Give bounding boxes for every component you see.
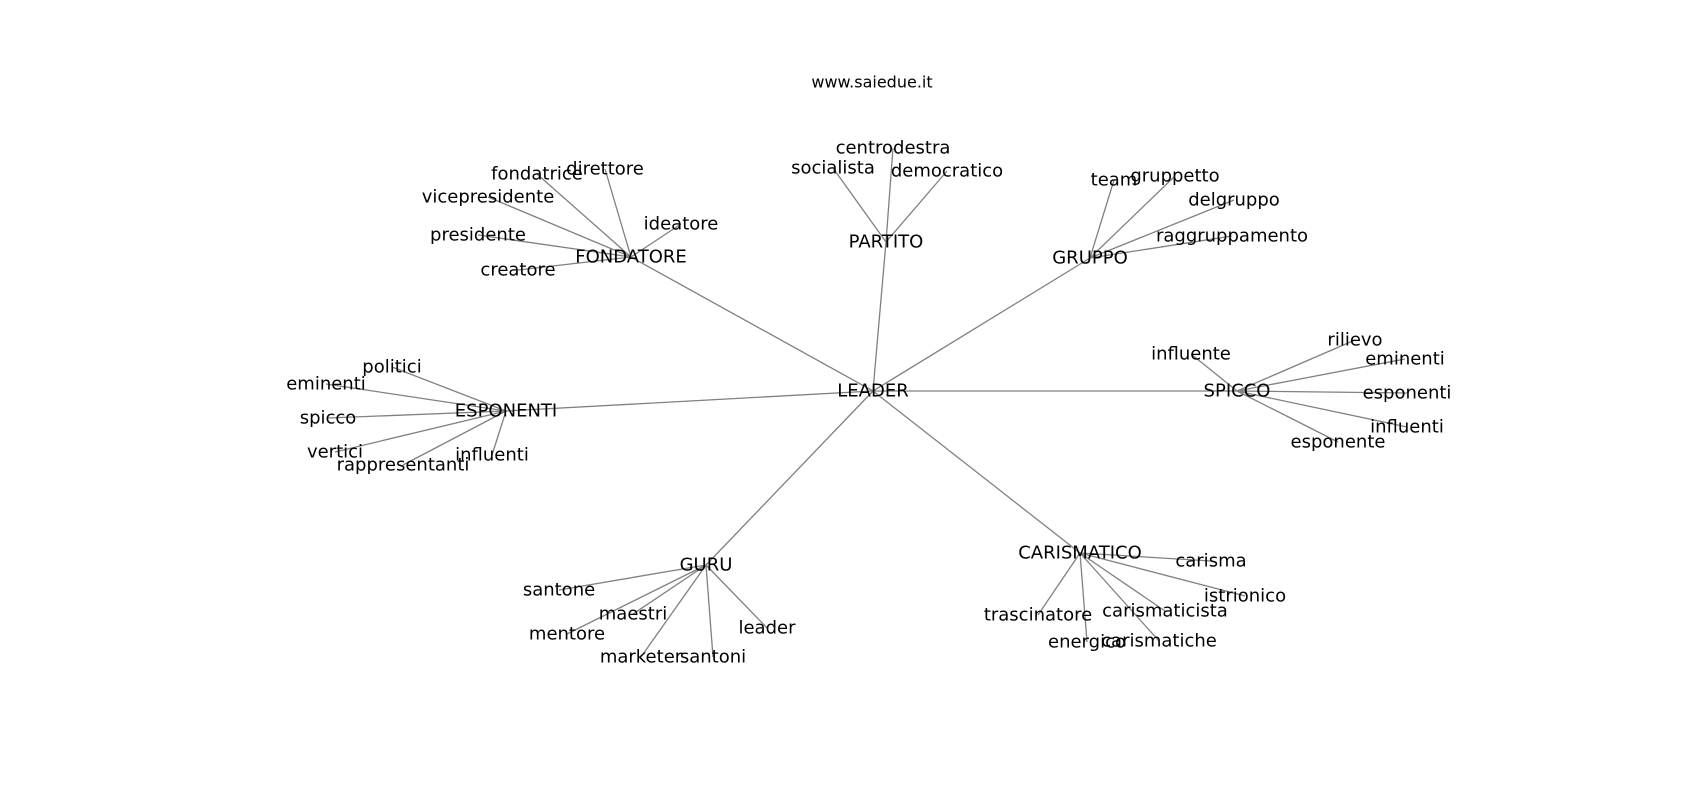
hub-node: PARTITO xyxy=(849,232,924,253)
edge-hub-to-word xyxy=(705,564,714,658)
word-node: politici xyxy=(362,357,421,378)
edge-hub-to-word xyxy=(334,410,507,453)
word-node: influenti xyxy=(1370,417,1444,438)
hub-node: CARISMATICO xyxy=(1018,543,1142,564)
edge-hub-to-word xyxy=(391,366,507,412)
word-node: presidente xyxy=(430,225,526,246)
center-node: LEADER xyxy=(837,381,908,402)
word-node: carismatiche xyxy=(1101,631,1217,652)
hub-node: GRUPPO xyxy=(1052,248,1128,269)
hub-node: SPICCO xyxy=(1204,381,1271,402)
edge-hub-to-word xyxy=(1089,179,1115,259)
hub-node: FONDATORE xyxy=(575,247,687,268)
hub-node: GURU xyxy=(680,555,733,576)
word-node: mentore xyxy=(529,624,605,645)
edge-hub-to-word xyxy=(1037,552,1081,616)
edge-hub-to-word xyxy=(1089,235,1233,259)
edge-hub-to-word xyxy=(885,147,894,243)
word-node: trascinatore xyxy=(984,605,1092,626)
word-node: team xyxy=(1091,170,1138,191)
word-node: raggruppamento xyxy=(1156,226,1308,247)
edge-center-to-hub xyxy=(705,390,874,566)
edge-center-to-hub xyxy=(630,256,874,392)
edge-center-to-hub xyxy=(872,241,887,392)
edge-hub-to-word xyxy=(1236,390,1408,428)
edge-hub-to-word xyxy=(491,410,507,456)
edge-hub-to-word xyxy=(1089,199,1235,259)
edge-hub-to-word xyxy=(832,167,887,243)
word-node: delgruppo xyxy=(1188,190,1280,211)
edge-hub-to-word xyxy=(885,170,948,243)
edge-hub-to-word xyxy=(1236,339,1356,392)
word-node: marketer xyxy=(600,647,683,668)
word-node: fondatrice xyxy=(491,164,583,185)
word-node: direttore xyxy=(566,159,644,180)
word-node: istrionico xyxy=(1204,586,1286,607)
edge-hub-to-word xyxy=(1079,552,1212,562)
edge-hub-to-word xyxy=(402,410,507,466)
edge-hub-to-word xyxy=(1089,175,1176,259)
edge-hub-to-word xyxy=(325,383,507,412)
edge-hub-to-word xyxy=(1079,552,1160,642)
word-node: esponente xyxy=(1291,432,1386,453)
edge-center-to-hub xyxy=(505,390,874,412)
word-node: gruppetto xyxy=(1130,166,1219,187)
edge-hub-to-word xyxy=(705,564,768,629)
edge-hub-to-word xyxy=(1236,358,1406,392)
edge-hub-to-word xyxy=(566,564,707,635)
edge-hub-to-word xyxy=(1079,552,1166,612)
labels-layer: www.saiedue.it LEADER FONDATORE fondatric… xyxy=(286,73,1451,668)
word-node: vertici xyxy=(307,442,363,463)
edge-hub-to-word xyxy=(640,564,707,658)
word-node: carisma xyxy=(1175,551,1246,572)
word-node: esponenti xyxy=(1363,383,1452,404)
word-node: santoni xyxy=(680,647,746,668)
word-node: democratico xyxy=(891,161,1003,182)
edge-center-to-hub xyxy=(872,257,1091,392)
edge-hub-to-word xyxy=(558,564,707,591)
edge-hub-to-word xyxy=(604,168,632,258)
edge-hub-to-word xyxy=(327,410,507,419)
word-node: leader xyxy=(738,618,796,639)
edges-layer xyxy=(325,147,1408,658)
edge-hub-to-word xyxy=(1079,552,1246,597)
edge-hub-to-word xyxy=(630,223,682,258)
word-node: ideatore xyxy=(644,214,719,235)
word-node: creatore xyxy=(480,260,555,281)
edge-hub-to-word xyxy=(536,173,632,258)
word-node: eminenti xyxy=(286,374,366,395)
edge-hub-to-word xyxy=(1236,390,1339,443)
word-node: influente xyxy=(1151,344,1231,365)
edge-hub-to-word xyxy=(517,256,632,271)
edge-hub-to-word xyxy=(632,564,707,615)
word-node: rappresentanti xyxy=(337,455,470,476)
edge-hub-to-word xyxy=(477,234,632,258)
word-node: rilievo xyxy=(1327,330,1382,351)
word-node: maestri xyxy=(599,604,667,625)
word-node: influenti xyxy=(455,445,529,466)
hub-node: ESPONENTI xyxy=(455,401,557,422)
word-node: spicco xyxy=(300,408,357,429)
word-node: energico xyxy=(1048,632,1126,653)
word-node: eminenti xyxy=(1365,349,1445,370)
edge-hub-to-word xyxy=(487,196,632,258)
word-node: carismaticista xyxy=(1102,601,1228,622)
word-node: centrodestra xyxy=(836,138,951,159)
word-node: santone xyxy=(523,580,595,601)
edge-hub-to-word xyxy=(1190,353,1238,392)
edge-center-to-hub xyxy=(872,390,1081,554)
site-label: www.saiedue.it xyxy=(811,73,932,92)
word-node: socialista xyxy=(791,158,875,179)
edge-hub-to-word xyxy=(1236,390,1408,394)
word-node: vicepresidente xyxy=(422,187,555,208)
edge-hub-to-word xyxy=(1079,552,1088,643)
